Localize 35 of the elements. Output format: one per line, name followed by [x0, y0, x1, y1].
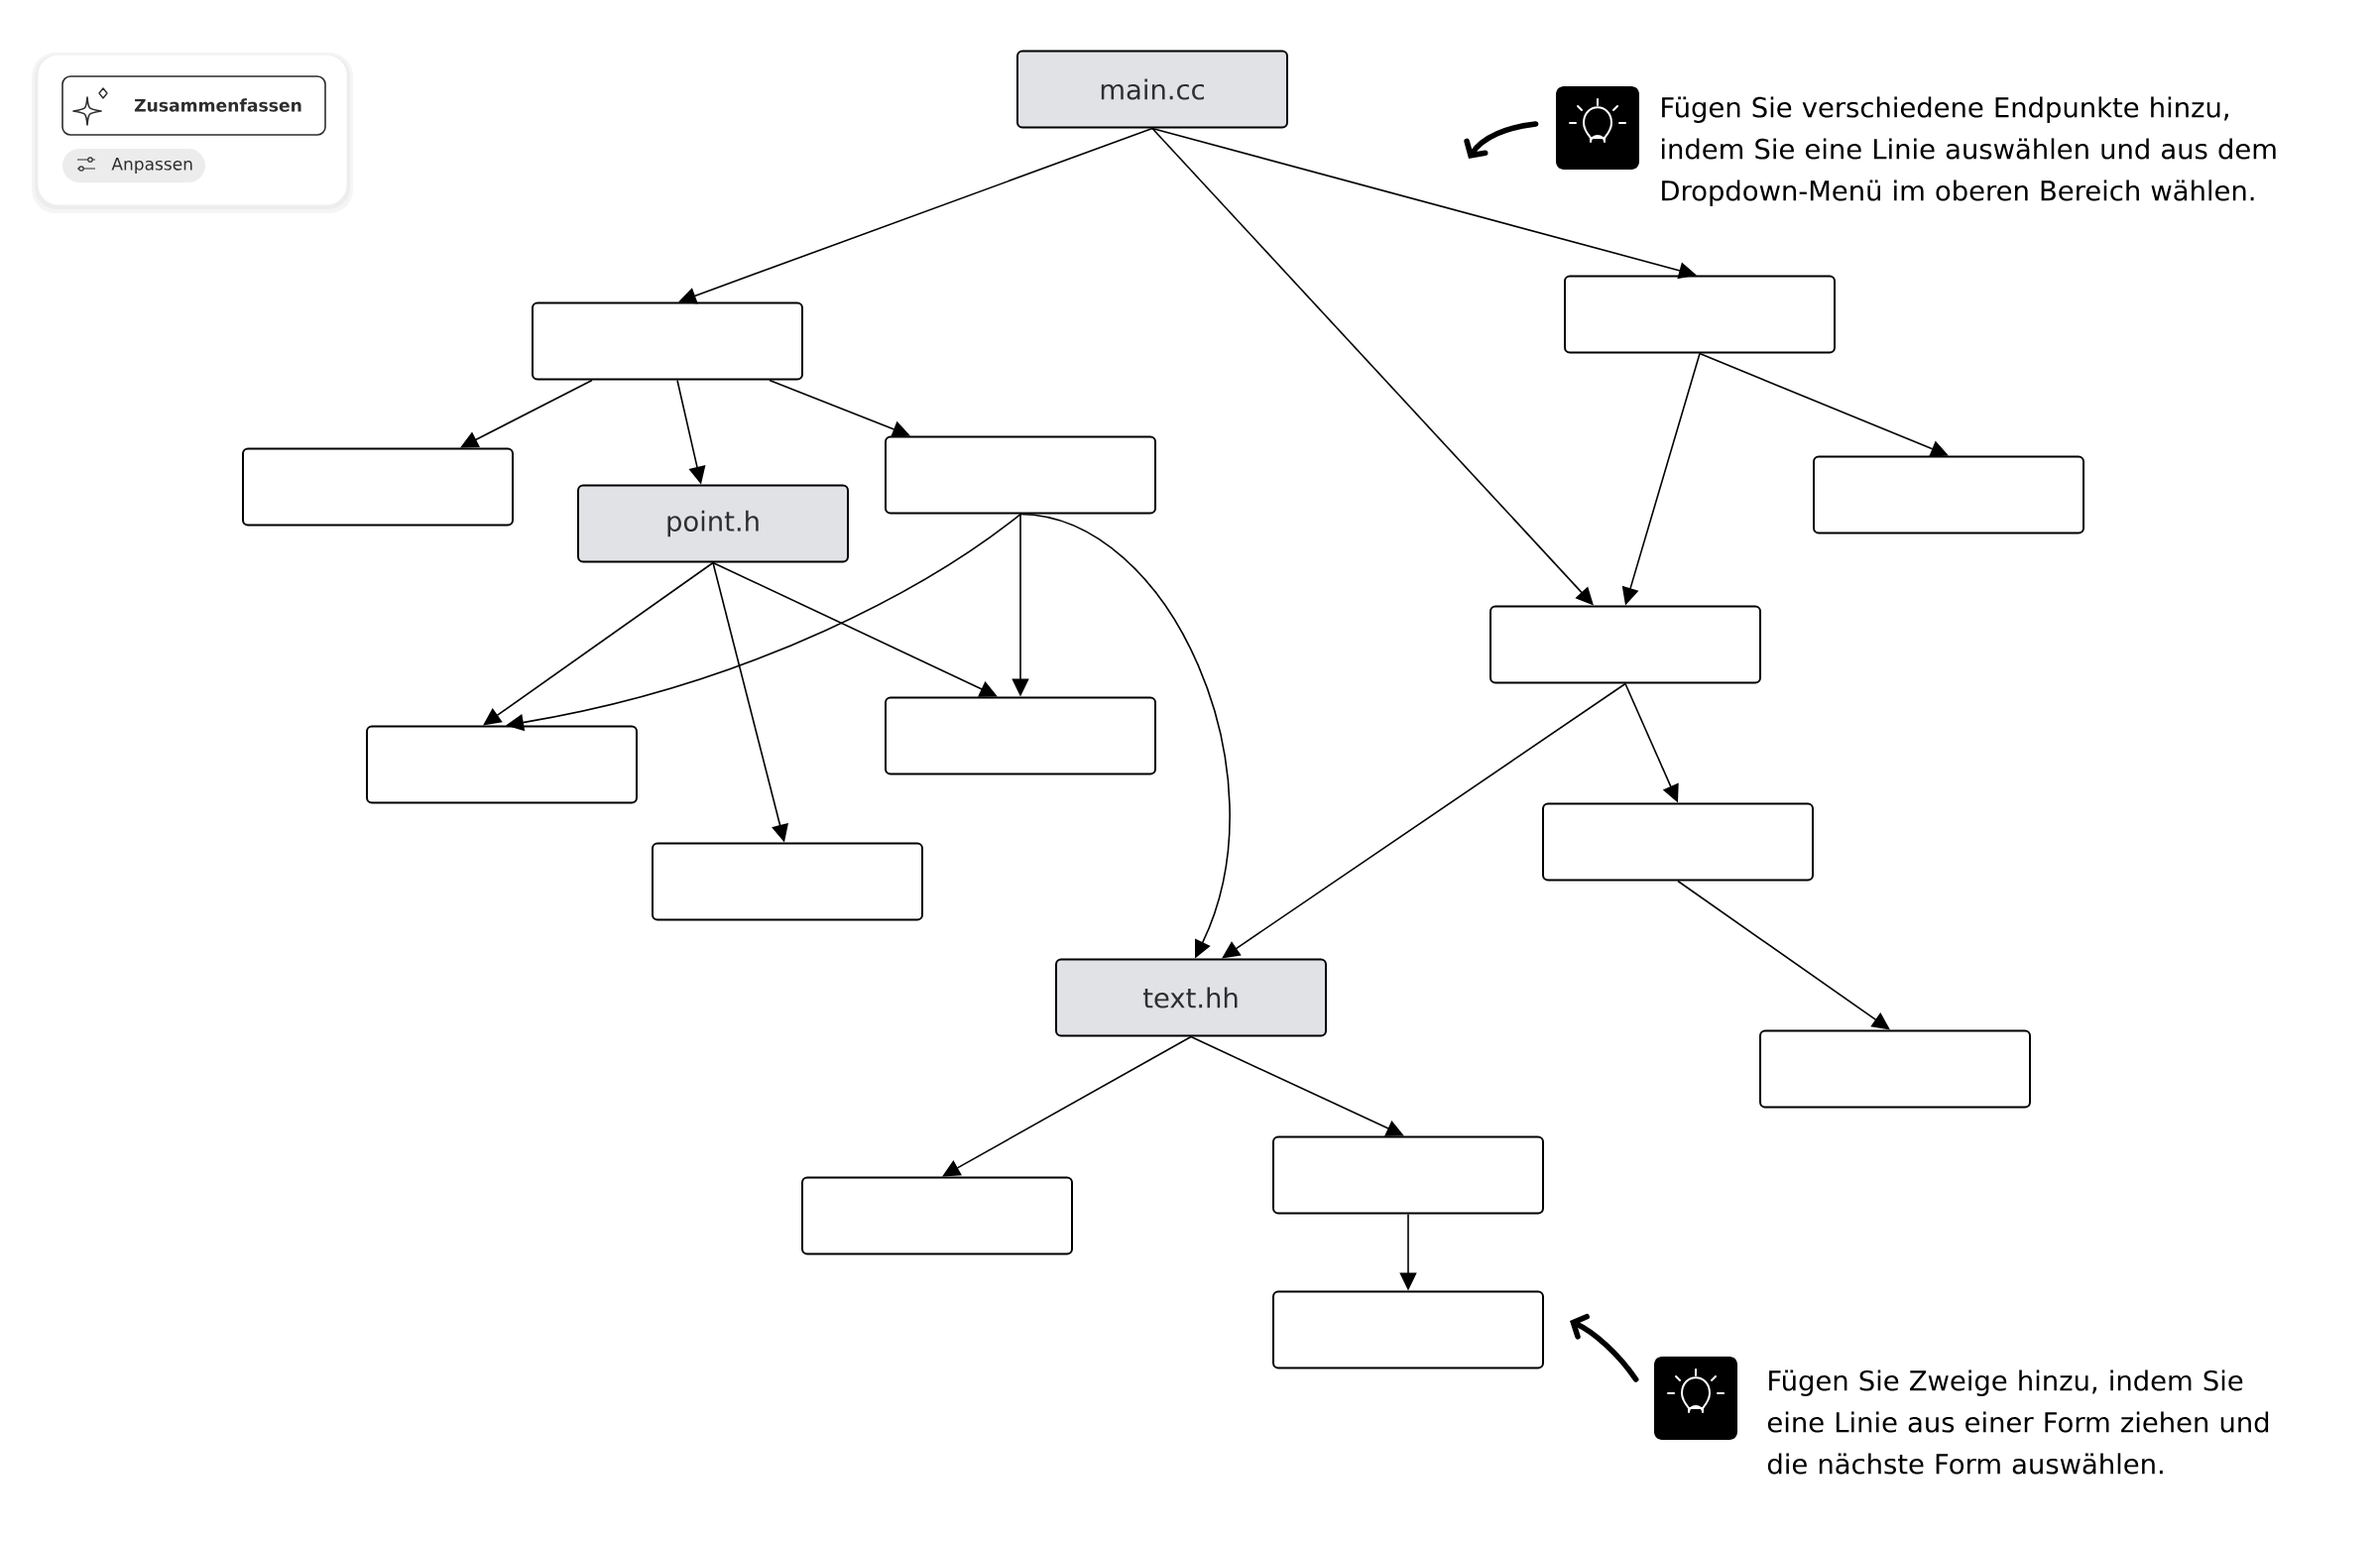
empty-box	[885, 435, 1156, 515]
empty-box	[801, 1176, 1073, 1255]
empty-box	[1272, 1290, 1544, 1369]
lightbulb-icon	[1654, 1357, 1737, 1440]
empty-box	[366, 725, 638, 804]
arrow	[483, 561, 714, 726]
empty-box	[1564, 275, 1836, 354]
labeled-box: point.h	[577, 484, 849, 563]
empty-box	[1489, 605, 1761, 684]
arrow	[769, 379, 910, 437]
empty-box	[1272, 1135, 1544, 1215]
empty-box	[885, 696, 1156, 775]
arrow	[1190, 1035, 1404, 1136]
empty-box	[652, 842, 923, 921]
arrow	[1677, 880, 1890, 1030]
hint-text: Fügen Sie verschiedene Endpunkte hinzu, indem Sie eine Linie auswählen und aus dem Dropdown-Menü im oberen Bereich wählen.	[1662, 96, 2276, 206]
arrow	[1699, 352, 1949, 457]
arrow	[712, 561, 998, 697]
empty-box	[1813, 455, 2084, 534]
empty-box	[242, 447, 514, 527]
curved-arrow	[1570, 1313, 1639, 1382]
arrow	[678, 127, 1153, 304]
arrow	[460, 379, 593, 448]
labeled-box: main.cc	[1016, 50, 1288, 129]
empty-box	[1759, 1029, 2031, 1109]
hint-text: Fügen Sie Zweige hinzu, indem Sie eine Linie aus einer Form ziehen und die nächste Form auswählen.	[1767, 1369, 2269, 1475]
lightbulb-icon	[1556, 86, 1639, 170]
arrow	[1222, 682, 1626, 959]
arrow	[942, 1035, 1192, 1177]
empty-box	[532, 301, 803, 381]
adjust-button: Anpassen	[62, 149, 205, 182]
curved-arrow	[1464, 121, 1539, 159]
empty-box	[1542, 802, 1814, 882]
summarize-button: Zusammenfassen	[61, 75, 326, 136]
labeled-box: text.hh	[1055, 958, 1327, 1037]
